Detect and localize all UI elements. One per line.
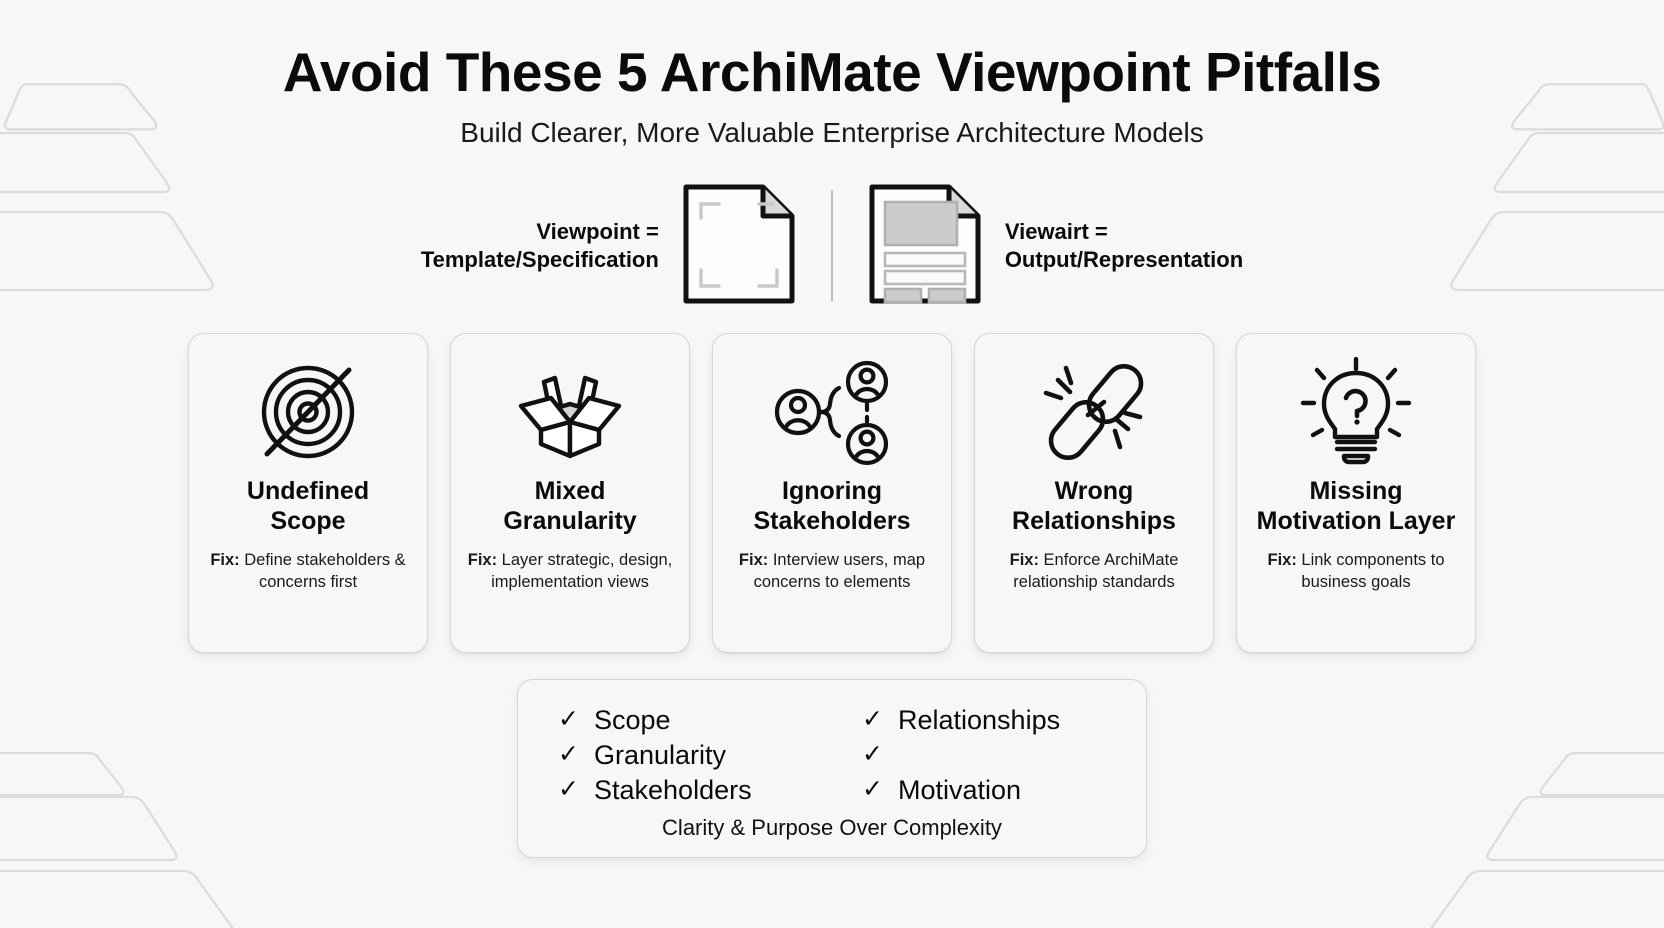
- fix-label: Fix:: [738, 551, 769, 570]
- checklist-item: ✓ Motivation: [862, 772, 1106, 807]
- checklist-item: ✓ Stakeholders: [558, 772, 832, 807]
- pitfall-card-title: Undefined Scope: [247, 476, 369, 536]
- header: Avoid These 5 ArchiMate Viewpoint Pitfal…: [0, 0, 1664, 149]
- pitfall-cards: Undefined Scope Fix: Define stakeholders…: [0, 333, 1664, 654]
- checklist-item: ✓: [862, 737, 1106, 772]
- check-icon: ✓: [558, 740, 579, 769]
- page-title: Avoid These 5 ArchiMate Viewpoint Pitfal…: [282, 41, 1382, 103]
- definition-divider: [830, 190, 833, 303]
- pitfall-card-title: Wrong Relationships: [1012, 476, 1176, 536]
- checklist-item-label: Relationships: [898, 704, 1061, 735]
- fix-body: Layer strategic, design, implementation …: [491, 551, 673, 592]
- checklist-footer-tagline: Clarity & Purpose Over Complexity: [662, 815, 1002, 841]
- fix-label: Fix:: [1009, 551, 1039, 570]
- question-lightbulb-icon: [1299, 356, 1413, 468]
- viewairt-definition-label: Viewairt = Output/Representation: [1005, 218, 1243, 275]
- viewairt-definition-line2: Output/Representation: [1004, 247, 1244, 273]
- checklist-left-column: ✓ Scope ✓ Granularity ✓ Stakeholders: [558, 702, 832, 807]
- check-icon: ✓: [862, 705, 883, 734]
- fix-label: Fix:: [1267, 551, 1297, 570]
- check-icon: ✓: [558, 705, 579, 734]
- pitfall-card-mixed-granularity[interactable]: Mixed Granularity Fix: Layer strategic, …: [450, 333, 690, 654]
- pitfall-fix-text: Fix: Link components to business goals: [1249, 550, 1463, 594]
- pitfall-fix-text: Fix: Enforce ArchiMate relationship stan…: [987, 550, 1201, 594]
- fix-body: Interview users, map concerns to element…: [753, 551, 926, 592]
- pitfall-fix-text: Fix: Define stakeholders & concerns firs…: [201, 550, 415, 594]
- filled-document-icon: [867, 182, 983, 311]
- checklist-item: ✓ Granularity: [558, 737, 832, 772]
- blank-document-icon: [681, 182, 797, 311]
- definitions-row: Viewpoint = Template/Specification: [0, 181, 1664, 311]
- viewpoint-definition-line2: Template/Specification: [420, 247, 659, 273]
- pitfall-title-line2: Relationships: [1012, 507, 1176, 536]
- pitfall-fix-text: Fix: Interview users, map concerns to el…: [725, 550, 939, 594]
- open-box-icon: [511, 356, 629, 468]
- fix-body: Define stakeholders & concerns first: [239, 551, 406, 592]
- pitfall-card-ignoring-stakeholders[interactable]: Ignoring Stakeholders Fix: Interview use…: [712, 333, 952, 654]
- pitfall-card-undefined-scope[interactable]: Undefined Scope Fix: Define stakeholders…: [188, 333, 428, 654]
- check-icon: ✓: [558, 775, 579, 804]
- check-icon: ✓: [862, 740, 883, 769]
- pitfall-title-line2: Motivation Layer: [1256, 507, 1456, 536]
- fix-body: Link components to business goals: [1296, 551, 1445, 592]
- viewpoint-definition-label: Viewpoint = Template/Specification: [421, 218, 659, 275]
- pitfall-card-title: Mixed Granularity: [503, 476, 636, 536]
- pitfall-title-line2: Scope: [270, 507, 346, 536]
- crossed-out-target-icon: [254, 356, 362, 468]
- viewpoint-definition-line1: Viewpoint =: [536, 218, 659, 244]
- pitfall-fix-text: Fix: Layer strategic, design, implementa…: [463, 550, 677, 594]
- fix-label: Fix:: [210, 551, 240, 570]
- pitfall-card-wrong-relationships[interactable]: Wrong Relationships Fix: Enforce ArchiMa…: [974, 333, 1214, 654]
- pitfall-title-line1: Mixed: [534, 477, 606, 506]
- checklist-right-column: ✓ Relationships ✓ ✓ Motivation: [832, 702, 1106, 807]
- page-subtitle: Build Clearer, More Valuable Enterprise …: [460, 116, 1204, 148]
- checklist-item: ✓ Relationships: [862, 702, 1106, 737]
- checklist-item-label: Granularity: [594, 739, 727, 770]
- stakeholder-network-icon: [771, 356, 893, 468]
- checklist-item-label: Stakeholders: [594, 774, 752, 805]
- check-icon: ✓: [862, 775, 883, 804]
- fix-label: Fix:: [467, 551, 498, 570]
- viewairt-definition-line1: Viewairt =: [1004, 218, 1108, 244]
- checklist-columns: ✓ Scope ✓ Granularity ✓ Stakeholders ✓ R…: [558, 702, 1106, 807]
- pitfall-title-line2: Stakeholders: [753, 507, 911, 536]
- pitfall-card-title: Ignoring Stakeholders: [753, 476, 910, 536]
- checklist-item-label: Scope: [594, 704, 671, 735]
- pitfall-title-line1: Missing: [1309, 477, 1403, 506]
- summary-checklist-panel: ✓ Scope ✓ Granularity ✓ Stakeholders ✓ R…: [517, 679, 1147, 859]
- checklist-item-label: Motivation: [898, 774, 1022, 805]
- pitfall-title-line1: Wrong: [1054, 477, 1134, 506]
- broken-chain-link-icon: [1036, 356, 1152, 468]
- pitfall-title-line1: Ignoring: [782, 477, 882, 506]
- fix-body: Enforce ArchiMate relationship standards: [1013, 551, 1179, 592]
- checklist-item: ✓ Scope: [558, 702, 832, 737]
- pitfall-title-line2: Granularity: [503, 507, 637, 536]
- pitfall-card-title: Missing Motivation Layer: [1257, 476, 1456, 536]
- pitfall-title-line1: Undefined: [246, 477, 370, 506]
- pitfall-card-missing-motivation-layer[interactable]: Missing Motivation Layer Fix: Link compo…: [1236, 333, 1476, 654]
